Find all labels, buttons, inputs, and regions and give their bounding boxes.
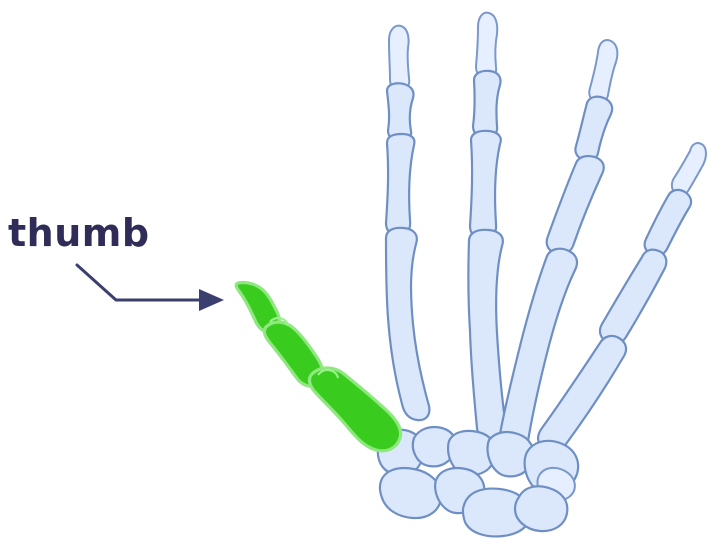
- carpal-base-ulna: [515, 486, 567, 531]
- thumb-bones-highlighted: [236, 282, 400, 450]
- index-finger-proximal-phalanx: [386, 134, 414, 235]
- carpal-scaphoid: [380, 468, 441, 518]
- middle-finger-distal-phalanx: [476, 13, 497, 78]
- wrist-carpals: [378, 427, 578, 536]
- middle-finger: [468, 13, 506, 443]
- little-finger-middle-phalanx: [645, 190, 691, 255]
- ring-finger-distal-phalanx: [589, 40, 617, 103]
- thumb-metacarpal: [309, 368, 400, 451]
- middle-finger-metacarpal: [468, 230, 506, 443]
- pointer-arrowhead: [199, 289, 224, 311]
- index-finger-middle-phalanx: [387, 83, 414, 141]
- thumb-label: thumb: [8, 214, 150, 252]
- little-finger-proximal-phalanx: [600, 250, 666, 344]
- little-finger-distal-phalanx: [672, 143, 706, 195]
- ring-finger-proximal-phalanx: [547, 156, 604, 254]
- middle-finger-proximal-phalanx: [470, 131, 501, 238]
- index-finger-distal-phalanx: [389, 26, 409, 91]
- index-finger: [386, 26, 429, 421]
- pointer-line: [77, 265, 200, 300]
- index-finger-metacarpal: [386, 228, 429, 420]
- middle-finger-middle-phalanx: [473, 71, 501, 137]
- thumb-pointer-arrow: [77, 265, 224, 311]
- little-finger-metacarpal: [538, 336, 626, 452]
- ring-finger-middle-phalanx: [575, 97, 612, 161]
